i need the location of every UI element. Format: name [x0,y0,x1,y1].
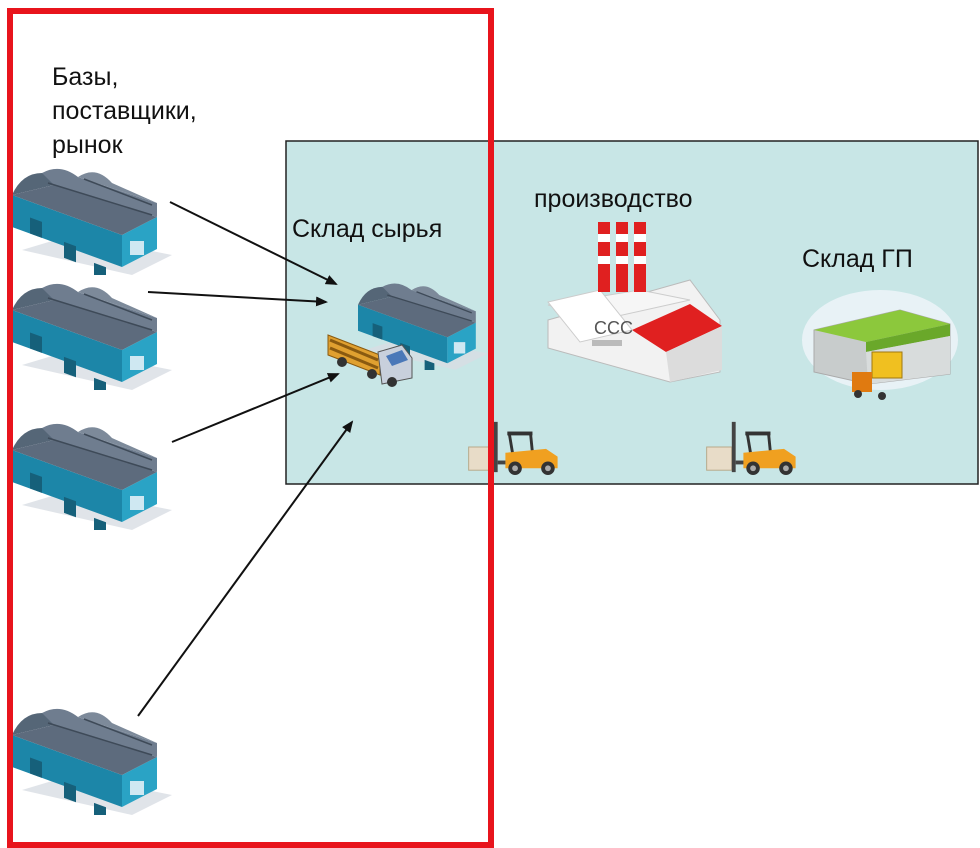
sources-label-line2: поставщики, [52,97,197,125]
svg-text:CCC: CCC [594,318,633,338]
warehouse-icon [12,168,172,275]
raw-warehouse-label: Склад сырья [292,215,443,243]
finished-goods-warehouse-icon [802,290,958,400]
production-label: производство [534,185,693,213]
warehouse-icon [12,708,172,815]
warehouse-icon [12,423,172,530]
sources-label-line3: рынок [52,131,123,159]
truck-icon [327,334,413,387]
flow-arrow [171,373,340,443]
flow-arrow [147,291,328,307]
flow-arrow [169,201,338,285]
sources-zone-frame [7,8,494,848]
sources-label-line1: Базы, [52,63,119,91]
warehouse-icon [12,283,172,390]
flow-arrow [137,420,354,717]
factory-icon: CCC [547,222,722,383]
finished-goods-label: Склад ГП [802,245,913,273]
